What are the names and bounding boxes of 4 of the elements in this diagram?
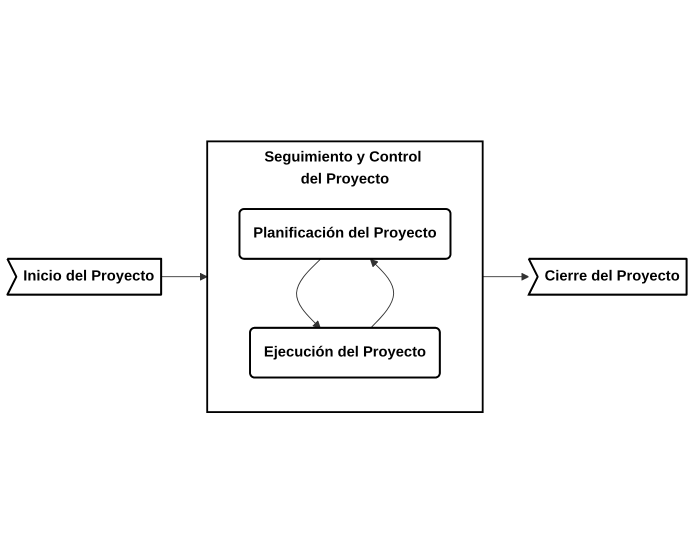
- arrow: [482, 272, 530, 281]
- arrow: [160, 272, 208, 281]
- arrow: [370, 258, 394, 329]
- arrow: [296, 258, 321, 328]
